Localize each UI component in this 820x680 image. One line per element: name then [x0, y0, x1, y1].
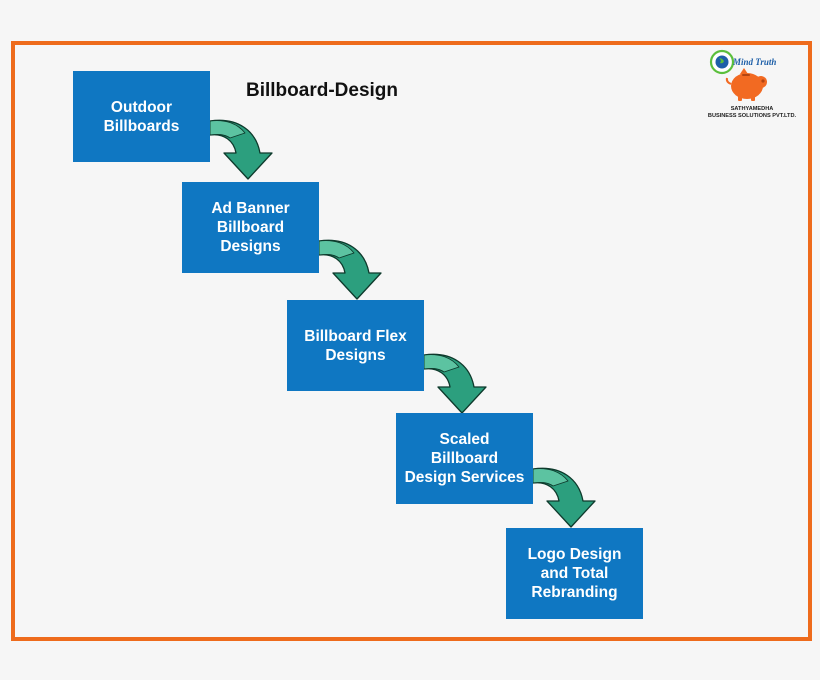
step-box-5: Logo Design and Total Rebranding — [506, 528, 643, 619]
step-label: Ad Banner Billboard Designs — [211, 200, 290, 255]
step-box-3: Billboard Flex Designs — [287, 300, 424, 391]
diagram-title: Billboard-Design — [246, 80, 399, 101]
arrow-1 — [209, 119, 273, 180]
diagram-frame — [11, 41, 812, 641]
step-label: Billboard Flex Designs — [304, 327, 407, 364]
step-box-2: Ad Banner Billboard Designs — [182, 182, 319, 273]
step-box-1: Outdoor Billboards — [73, 71, 210, 162]
arrow-4 — [532, 467, 596, 528]
piggy-bank-icon — [725, 68, 767, 101]
arrow-2 — [318, 239, 382, 300]
step-label: Scaled Billboard Design Services — [404, 431, 525, 486]
company-logo — [709, 49, 767, 101]
step-label: Logo Design and Total Rebranding — [527, 546, 622, 601]
step-label: Outdoor Billboards — [103, 98, 180, 135]
arrow-3 — [423, 353, 487, 414]
step-box-4: Scaled Billboard Design Services — [396, 413, 533, 504]
logo-company-name: SATHYAMEDHA BUSINESS SOLUTIONS PVT.LTD. — [707, 106, 797, 119]
logo-brand-text: Mind Truth — [733, 57, 777, 67]
